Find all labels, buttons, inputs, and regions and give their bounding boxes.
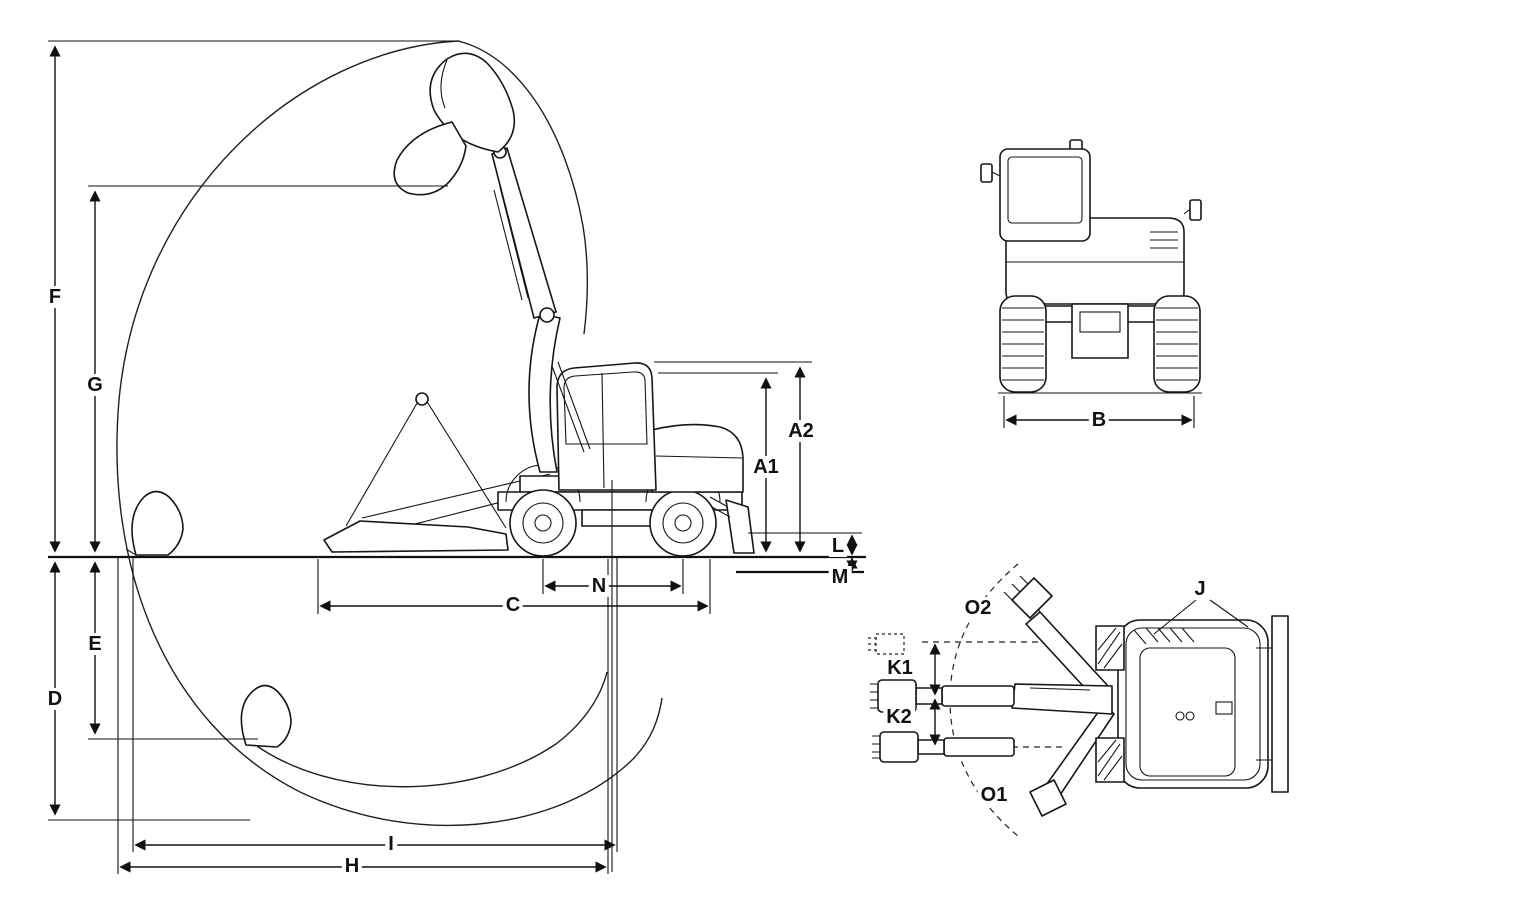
boom-raised [491, 145, 591, 473]
dim-label-d: D [44, 688, 66, 710]
dim-label-k2: K2 [883, 706, 915, 728]
dim-label-a2: A2 [785, 420, 817, 442]
bucket-max-reach-position [131, 490, 184, 556]
working-range-arcs [116, 40, 663, 827]
dim-label-e: E [85, 633, 105, 655]
rear-view-machine [980, 139, 1202, 394]
dim-label-h: H [341, 855, 363, 877]
dim-label-n: N [588, 575, 610, 597]
boom-swing-right-position [1029, 703, 1115, 817]
bucket-max-depth-position [240, 684, 292, 748]
attachment-dashed-position [868, 633, 905, 655]
blade-top-view [1256, 615, 1289, 793]
dim-label-g: G [84, 374, 106, 396]
left-mirror [980, 163, 993, 183]
dim-label-k1: K1 [884, 657, 916, 679]
rear-wheel [509, 489, 577, 557]
dim-label-o2: O2 [961, 597, 995, 619]
front-wheel [649, 489, 717, 557]
dim-label-l: L [828, 535, 848, 557]
dim-label-c: C [502, 594, 524, 616]
dozer-blade [725, 499, 755, 554]
bucket-top-second-position [393, 121, 467, 196]
boom-offset-position [872, 731, 1015, 763]
dim-label-m: M [828, 566, 852, 588]
dim-label-f: F [45, 286, 65, 308]
top-view-machine [868, 563, 1289, 837]
top-view-wheels [1095, 625, 1125, 783]
side-view-machine [125, 52, 755, 748]
bucket-ground-position [323, 520, 509, 553]
cab [556, 362, 657, 491]
upper-structure-top [1117, 619, 1269, 789]
dim-label-b: B [1088, 409, 1110, 431]
boom-swing-left-position [1003, 575, 1109, 701]
dim-label-i: I [385, 833, 397, 855]
boom-straight-position [870, 679, 1113, 715]
dim-label-a1: A1 [750, 456, 782, 478]
rear-right-tire [1153, 295, 1201, 393]
rear-cab [999, 148, 1091, 242]
right-mirror [1189, 199, 1202, 221]
dim-label-o1: O1 [977, 784, 1011, 806]
rear-left-tire [999, 295, 1047, 393]
dim-label-j: J [1191, 578, 1209, 600]
